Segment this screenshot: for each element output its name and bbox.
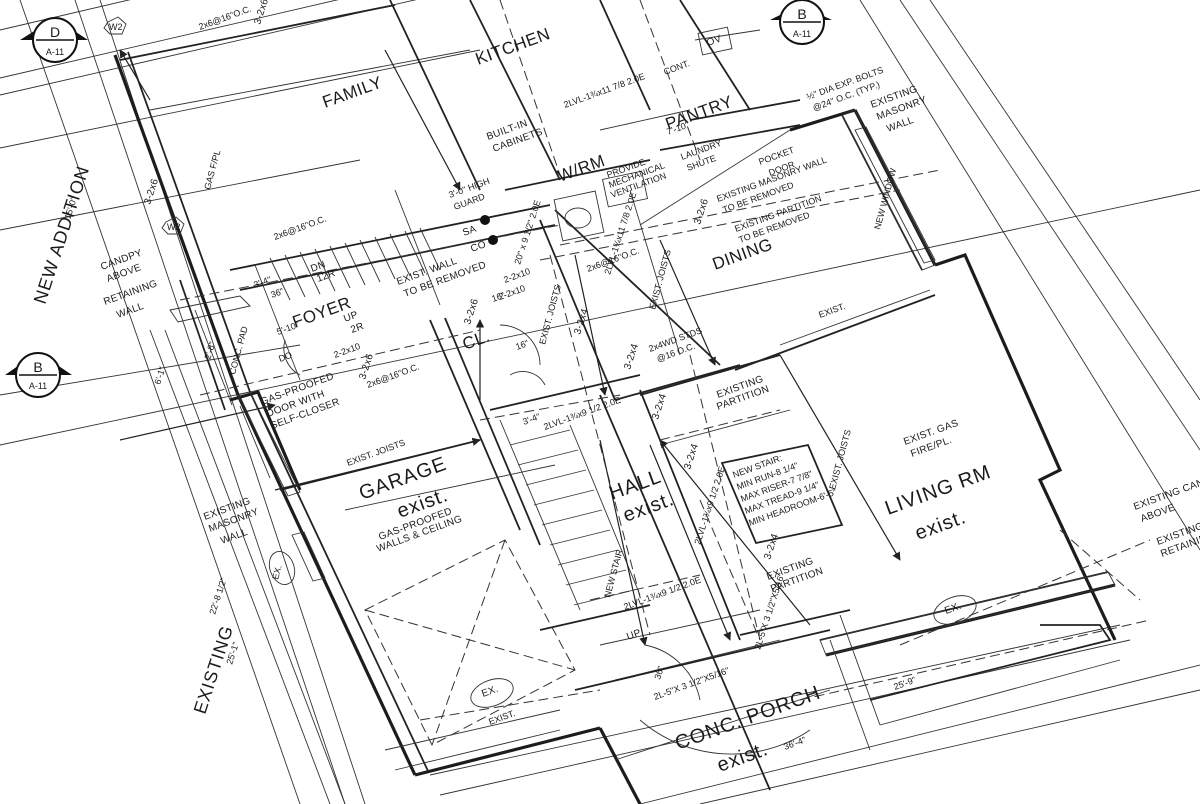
door-swings bbox=[283, 324, 811, 755]
porch-outline bbox=[574, 624, 1112, 761]
note-up-hall: UP bbox=[625, 628, 642, 643]
section-b-left-sheet: A-11 bbox=[29, 381, 47, 391]
svg-text:EX.: EX. bbox=[270, 564, 283, 581]
svg-text:EX.: EX. bbox=[480, 684, 500, 700]
note-up-risers: 2R bbox=[349, 321, 365, 336]
ex-tag-garage: EX. bbox=[470, 678, 514, 708]
dim-5: 16" bbox=[514, 338, 530, 352]
beam-dash-lines bbox=[179, 0, 1151, 721]
note-sa: SA bbox=[461, 224, 478, 239]
ex-tag-left: EX. bbox=[268, 551, 296, 585]
note-dn: DN bbox=[309, 259, 327, 274]
w2-tag-mid: W2 bbox=[161, 216, 185, 235]
svg-text:W2: W2 bbox=[109, 22, 123, 32]
window-marks bbox=[291, 126, 936, 582]
dim-3: 36" bbox=[269, 286, 285, 300]
joist-span-arrows bbox=[119, 49, 901, 646]
note-up: UP bbox=[342, 310, 359, 325]
section-b-left-letter: B bbox=[33, 359, 42, 375]
masonry-hatching bbox=[169, 109, 1116, 656]
note-ov: OV bbox=[705, 33, 723, 48]
garage-door-symbol bbox=[344, 464, 576, 746]
dim-17: DO bbox=[277, 350, 293, 364]
section-callout-b-left: B A-11 bbox=[5, 352, 72, 398]
stair-note-box-outline bbox=[720, 443, 844, 545]
section-d-letter: D bbox=[50, 24, 60, 40]
dim-8: 36" bbox=[652, 665, 666, 681]
w2-tag-top: W2 bbox=[103, 16, 127, 35]
section-b-top-letter: B bbox=[797, 6, 806, 22]
section-callout-d: D A-11 bbox=[20, 17, 88, 63]
section-d-sheet: A-11 bbox=[46, 47, 64, 57]
ex-tag-right: EX. bbox=[933, 595, 977, 625]
svg-text:EX.: EX. bbox=[943, 601, 963, 617]
dim-6: 16" bbox=[490, 290, 506, 304]
section-b-top-sheet: A-11 bbox=[793, 29, 811, 39]
svg-text:W2: W2 bbox=[167, 222, 181, 232]
washroom-fixtures bbox=[480, 26, 733, 245]
note-co: CO bbox=[469, 239, 487, 255]
section-callout-b-top: B A-11 bbox=[770, 0, 832, 45]
